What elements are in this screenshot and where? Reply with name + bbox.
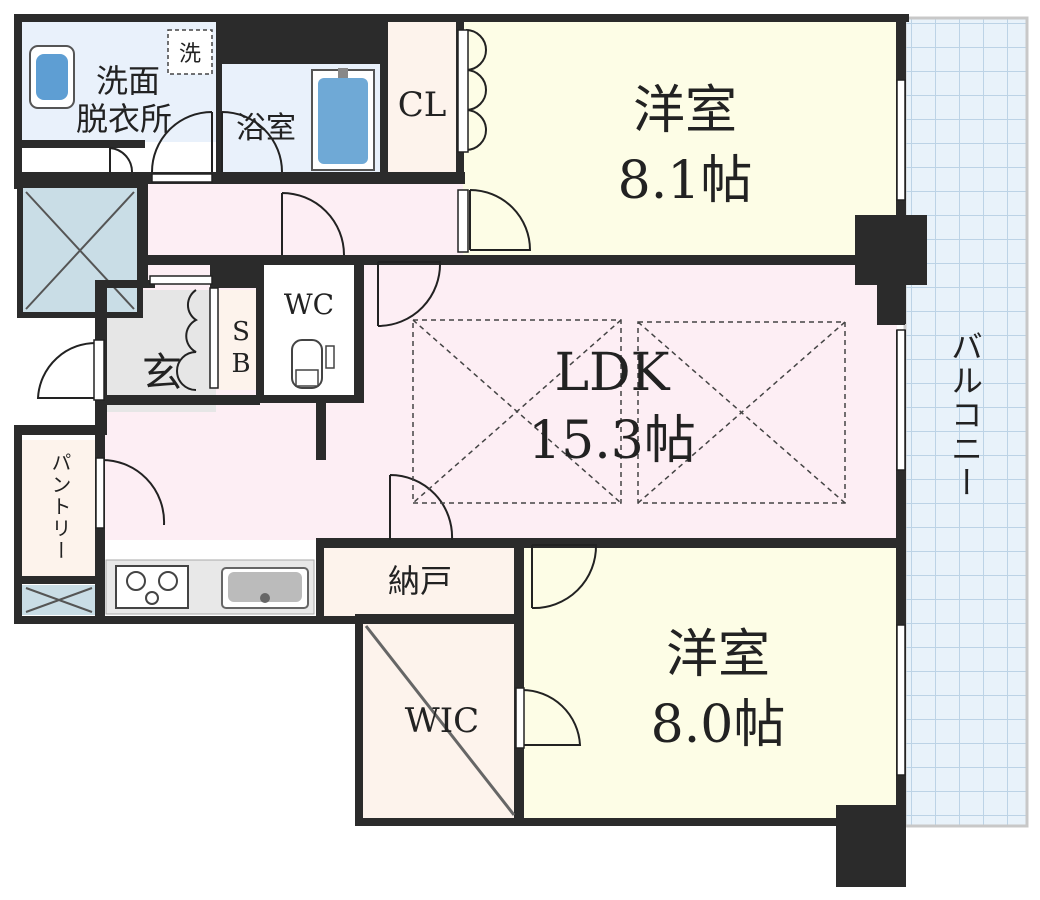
western-room-1-name: 洋室 xyxy=(633,81,737,141)
western-room-2-size: 8.0帖 xyxy=(651,695,786,755)
pantry-fill xyxy=(22,440,98,576)
closet-label: CL xyxy=(398,85,447,125)
pipe-shaft xyxy=(17,182,143,318)
ldk-name: LDK xyxy=(554,343,670,403)
shoebox-label-line2: B xyxy=(231,349,250,379)
washer-label: 洗 xyxy=(179,42,201,67)
stove-icon xyxy=(115,565,189,609)
shoebox-label-line1: S xyxy=(232,317,250,347)
pantry-label: パントリー xyxy=(48,452,72,562)
door-leaves xyxy=(93,29,906,776)
closet-fill xyxy=(386,20,464,178)
toilet-icon xyxy=(291,339,335,389)
storage-fill xyxy=(322,545,518,617)
storage-label: 納戸 xyxy=(388,562,452,600)
balcony xyxy=(903,16,1029,828)
ldk-size: 15.3帖 xyxy=(528,411,696,471)
entrance-label: 玄 xyxy=(142,350,182,396)
utility-box-small xyxy=(22,585,96,615)
bathtub-icon xyxy=(311,68,375,171)
washroom-label-line1: 洗面 xyxy=(96,62,160,100)
washroom-label-line2: 脱衣所 xyxy=(76,100,172,138)
western-room-1-fill xyxy=(460,20,897,255)
walls xyxy=(14,14,927,887)
toilet-label: WC xyxy=(284,288,334,321)
washer-space xyxy=(167,29,213,75)
wic-diagonal xyxy=(364,625,516,816)
washbasin-icon xyxy=(29,45,75,109)
shoebox-fill xyxy=(218,290,258,390)
western-room-2-name: 洋室 xyxy=(666,625,770,685)
western-room-2-fill xyxy=(522,545,897,820)
sink-icon xyxy=(221,567,309,609)
wic-label: WIC xyxy=(405,701,479,741)
ldk-ceiling-marks xyxy=(412,319,846,504)
western-room-1-size: 8.1帖 xyxy=(618,151,753,211)
balcony-label: バルコニー xyxy=(946,330,984,500)
bath-label: 浴室 xyxy=(236,111,296,146)
